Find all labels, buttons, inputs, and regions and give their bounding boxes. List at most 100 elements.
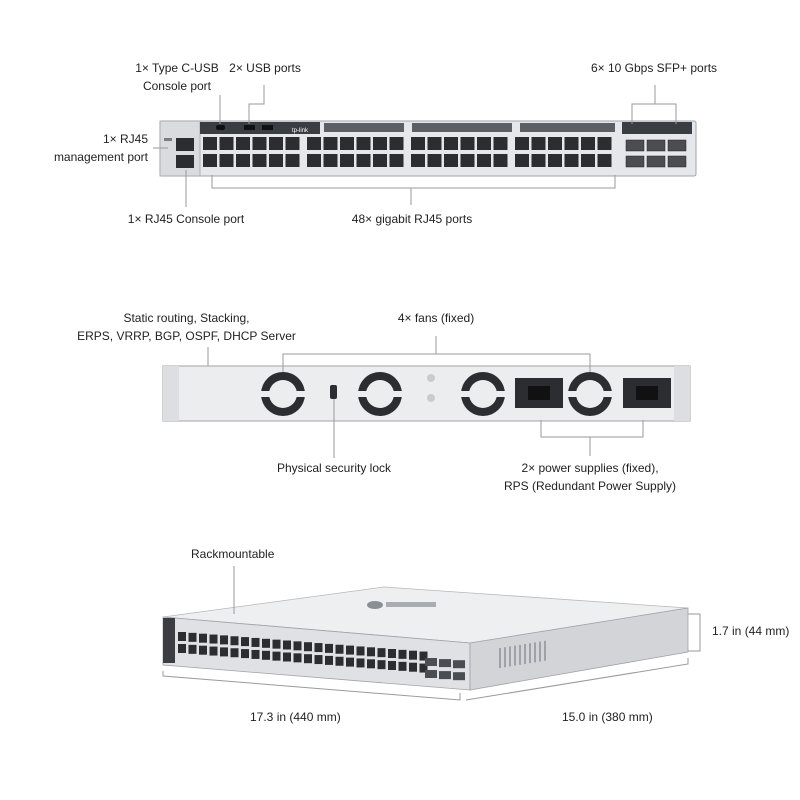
- leader-rj45-bracket: [211, 175, 616, 189]
- top-strip: [200, 122, 320, 134]
- isometric-view: [162, 586, 689, 691]
- leader-psu: [540, 420, 644, 438]
- mgmt-led: [164, 138, 172, 141]
- vent-strip-2: [412, 123, 512, 132]
- iso-rj45-port: [335, 656, 344, 666]
- rj45-port: [460, 154, 475, 167]
- iso-rj45-port: [188, 632, 197, 642]
- ground-screw-1: [427, 374, 435, 382]
- usb-port-2: [262, 125, 273, 130]
- label-usb-c-line1: 1× Type C-USB: [135, 61, 219, 75]
- iso-rj45-port: [230, 648, 239, 658]
- rear-left-ear: [163, 366, 179, 421]
- label-width: 17.3 in (440 mm): [250, 710, 341, 724]
- rj45-port: [444, 137, 458, 150]
- label-features-line2: ERPS, VRRP, BGP, OSPF, DHCP Server: [77, 329, 296, 343]
- rj45-port: [493, 154, 508, 167]
- iso-sfp-port: [453, 672, 465, 681]
- label-fans: 4× fans (fixed): [397, 311, 475, 325]
- iso-left-panel: [163, 618, 175, 663]
- iso-rj45-port: [293, 653, 302, 663]
- sfp-port: [667, 155, 687, 168]
- dim-depth: [465, 658, 689, 701]
- rj45-port: [236, 137, 250, 150]
- iso-rj45-port: [209, 646, 218, 656]
- front-panel: tp-link: [159, 120, 697, 177]
- rj45-port: [427, 137, 442, 150]
- rj45-port: [236, 154, 250, 167]
- ground-screw-2: [427, 394, 435, 402]
- rj45-port: [219, 154, 234, 167]
- iso-rj45-port: [419, 663, 428, 673]
- iso-rj45-port: [283, 640, 291, 650]
- rj45-port: [581, 154, 595, 167]
- label-features: Static routing, Stacking, ERPS, VRRP, BG…: [60, 309, 313, 345]
- rj45-port: [427, 154, 442, 167]
- rj45-port: [307, 137, 321, 150]
- rj45-port: [597, 137, 612, 150]
- iso-sfp-port: [453, 660, 465, 669]
- rj45-port: [531, 154, 546, 167]
- label-console: 1× RJ45 Console port: [127, 212, 245, 226]
- iso-side-vent: [499, 640, 546, 668]
- sfp-strip: [622, 122, 692, 134]
- label-height: 1.7 in (44 mm): [712, 624, 790, 638]
- rj45-port: [389, 137, 404, 150]
- sfp-port-group: [625, 139, 687, 168]
- sfp-port: [625, 155, 645, 168]
- iso-rj45-port: [272, 651, 281, 661]
- rj45-port: [389, 154, 404, 167]
- rj45-port: [515, 137, 529, 150]
- rj45-port: [548, 137, 562, 150]
- rj45-port: [411, 137, 425, 150]
- power-supply: [515, 378, 563, 408]
- label-usb-c-line2: Console port: [142, 79, 212, 93]
- label-rj45: 48× gigabit RJ45 ports: [351, 212, 473, 226]
- rj45-port: [323, 154, 338, 167]
- iso-rj45-port: [398, 661, 407, 671]
- rj45-port: [323, 137, 338, 150]
- iso-rj45-port: [293, 641, 302, 651]
- iso-side-face: [469, 607, 689, 691]
- iso-rj45-port: [251, 637, 260, 647]
- dimension-lines: [162, 566, 701, 701]
- rj45-port: [285, 137, 300, 150]
- brand-logo: tp-link: [292, 128, 309, 134]
- vent-strip-3: [520, 123, 615, 132]
- iso-rj45-port: [346, 657, 354, 667]
- mgmt-port: [176, 138, 194, 151]
- rj45-port: [356, 154, 371, 167]
- iso-rj45-port: [398, 649, 407, 659]
- iso-rj45-port: [283, 652, 291, 662]
- rj45-port: [477, 137, 491, 150]
- iso-rj45-port: [220, 635, 228, 645]
- iso-rj45-port: [188, 644, 197, 654]
- rj45-port: [340, 154, 354, 167]
- sfp-port: [646, 155, 666, 168]
- usb-c-port: [216, 125, 225, 130]
- vent-strip-1: [324, 123, 404, 132]
- rj45-port: [444, 154, 458, 167]
- dim-width: [162, 671, 461, 701]
- rj45-port: [493, 137, 508, 150]
- rj45-port: [597, 154, 612, 167]
- label-usb-c: 1× Type C-USB Console port: [122, 59, 232, 95]
- rj45-port: [269, 154, 283, 167]
- rj45-port: [373, 137, 387, 150]
- rj45-port: [269, 137, 283, 150]
- iso-rj45-port: [409, 650, 417, 660]
- iso-rj45-port: [377, 648, 386, 658]
- iso-rj45-port: [209, 634, 218, 644]
- fan: [259, 372, 307, 416]
- iso-rj45-port: [388, 661, 396, 670]
- dim-height: [688, 613, 701, 652]
- iso-sfp-port: [425, 658, 437, 666]
- rj45-port: [548, 154, 562, 167]
- rj45-port: [307, 154, 321, 167]
- iso-rj45-port: [241, 649, 249, 659]
- iso-rj45-port: [220, 647, 228, 657]
- front-leaders: [153, 85, 677, 207]
- iso-rj45-port: [409, 662, 417, 672]
- fan: [356, 372, 404, 416]
